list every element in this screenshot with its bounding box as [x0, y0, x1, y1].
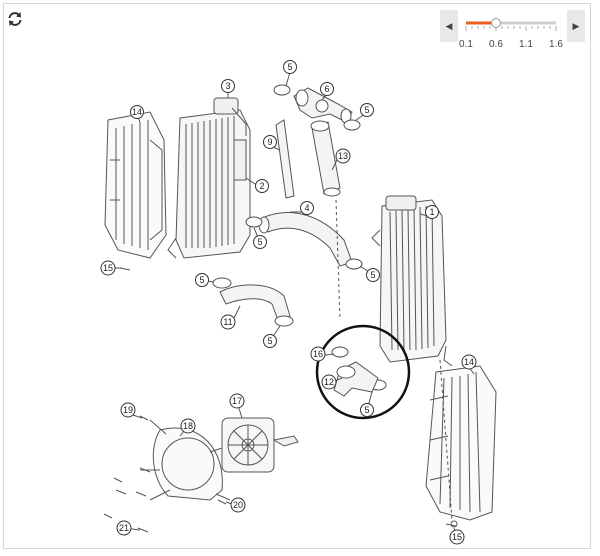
svg-text:5: 5	[364, 105, 369, 115]
svg-text:17: 17	[232, 396, 242, 406]
callout-5: 5	[195, 273, 209, 287]
callout-3: 3	[221, 79, 235, 93]
svg-text:9: 9	[267, 137, 272, 147]
svg-text:13: 13	[338, 151, 348, 161]
zoom-slider[interactable]: ◀ 0.1 0.6 1.1 1.6 ▶	[440, 10, 585, 50]
callout-11: 11	[220, 314, 236, 330]
left-radiator-guard[interactable]	[104, 111, 167, 259]
callout-16: 16	[310, 346, 326, 362]
fan-bracket-18[interactable]	[140, 419, 231, 501]
svg-text:6: 6	[324, 84, 329, 94]
left-radiator[interactable]	[167, 97, 251, 259]
svg-text:5: 5	[370, 270, 375, 280]
callout-21: 21	[116, 520, 132, 536]
zoom-tick-label: 1.6	[549, 39, 563, 50]
svg-text:5: 5	[199, 275, 204, 285]
svg-text:18: 18	[183, 421, 193, 431]
svg-text:4: 4	[304, 203, 309, 213]
svg-text:11: 11	[223, 317, 232, 327]
hose-11[interactable]	[219, 284, 291, 321]
callout-4: 4	[300, 201, 314, 215]
callout-6: 6	[320, 82, 334, 96]
svg-text:5: 5	[267, 336, 272, 346]
svg-text:16: 16	[313, 349, 323, 359]
callout-15-right: 15	[449, 529, 465, 545]
svg-text:20: 20	[233, 500, 243, 510]
cooling-fan-17[interactable]	[221, 417, 299, 473]
svg-text:5: 5	[364, 405, 369, 415]
callout-5: 5	[253, 235, 267, 249]
callout-5: 5	[366, 268, 380, 282]
hose-connector-12[interactable]	[333, 361, 379, 397]
screw[interactable]	[103, 267, 458, 533]
zoom-handle[interactable]	[491, 18, 501, 28]
callout-5: 5	[283, 60, 297, 74]
svg-text:12: 12	[324, 377, 334, 387]
callout-17: 17	[229, 393, 245, 409]
svg-text:15: 15	[103, 263, 113, 273]
svg-text:2: 2	[259, 181, 264, 191]
hose-9[interactable]	[275, 119, 295, 199]
callout-14-right: 14	[461, 354, 477, 370]
svg-text:14: 14	[132, 107, 142, 117]
svg-text:21: 21	[119, 523, 129, 533]
svg-text:1: 1	[429, 207, 434, 217]
zoom-track[interactable]: 0.1 0.6 1.1 1.6	[459, 17, 563, 50]
zoom-tick-label: 0.1	[459, 39, 473, 50]
callout-19: 19	[120, 402, 136, 418]
callout-12: 12	[321, 374, 337, 390]
zoom-tick-label: 0.6	[489, 39, 503, 50]
refresh-icon[interactable]	[6, 10, 24, 28]
callout-2: 2	[255, 179, 269, 193]
zoom-track-svg[interactable]	[462, 17, 560, 31]
svg-text:14: 14	[464, 357, 474, 367]
diagram-frame	[3, 3, 591, 549]
zoom-left-arrow[interactable]: ◀	[440, 10, 458, 42]
right-radiator-guard[interactable]	[425, 365, 497, 521]
callout-5: 5	[360, 103, 374, 117]
svg-text:5: 5	[287, 62, 292, 72]
callout-1: 1	[425, 205, 439, 219]
callout-20: 20	[230, 497, 246, 513]
svg-text:19: 19	[123, 405, 133, 415]
callout-5: 5	[263, 334, 277, 348]
callout-13: 13	[335, 148, 351, 164]
hose-junction-6[interactable]	[293, 87, 353, 124]
zoom-right-arrow[interactable]: ▶	[567, 10, 585, 42]
hose-4[interactable]	[258, 212, 353, 267]
svg-text:5: 5	[257, 237, 262, 247]
callout-15-left: 15	[100, 260, 116, 276]
zoom-tick-label: 1.1	[519, 39, 533, 50]
hose-13[interactable]	[310, 120, 341, 197]
callout-14-left: 14	[130, 105, 144, 119]
svg-text:3: 3	[225, 81, 230, 91]
callout-5: 5	[360, 403, 374, 417]
callout-9: 9	[263, 135, 277, 149]
callout-18: 18	[180, 418, 196, 434]
highlight-circle	[315, 324, 411, 420]
svg-text:15: 15	[452, 532, 462, 542]
right-radiator[interactable]	[371, 195, 453, 367]
